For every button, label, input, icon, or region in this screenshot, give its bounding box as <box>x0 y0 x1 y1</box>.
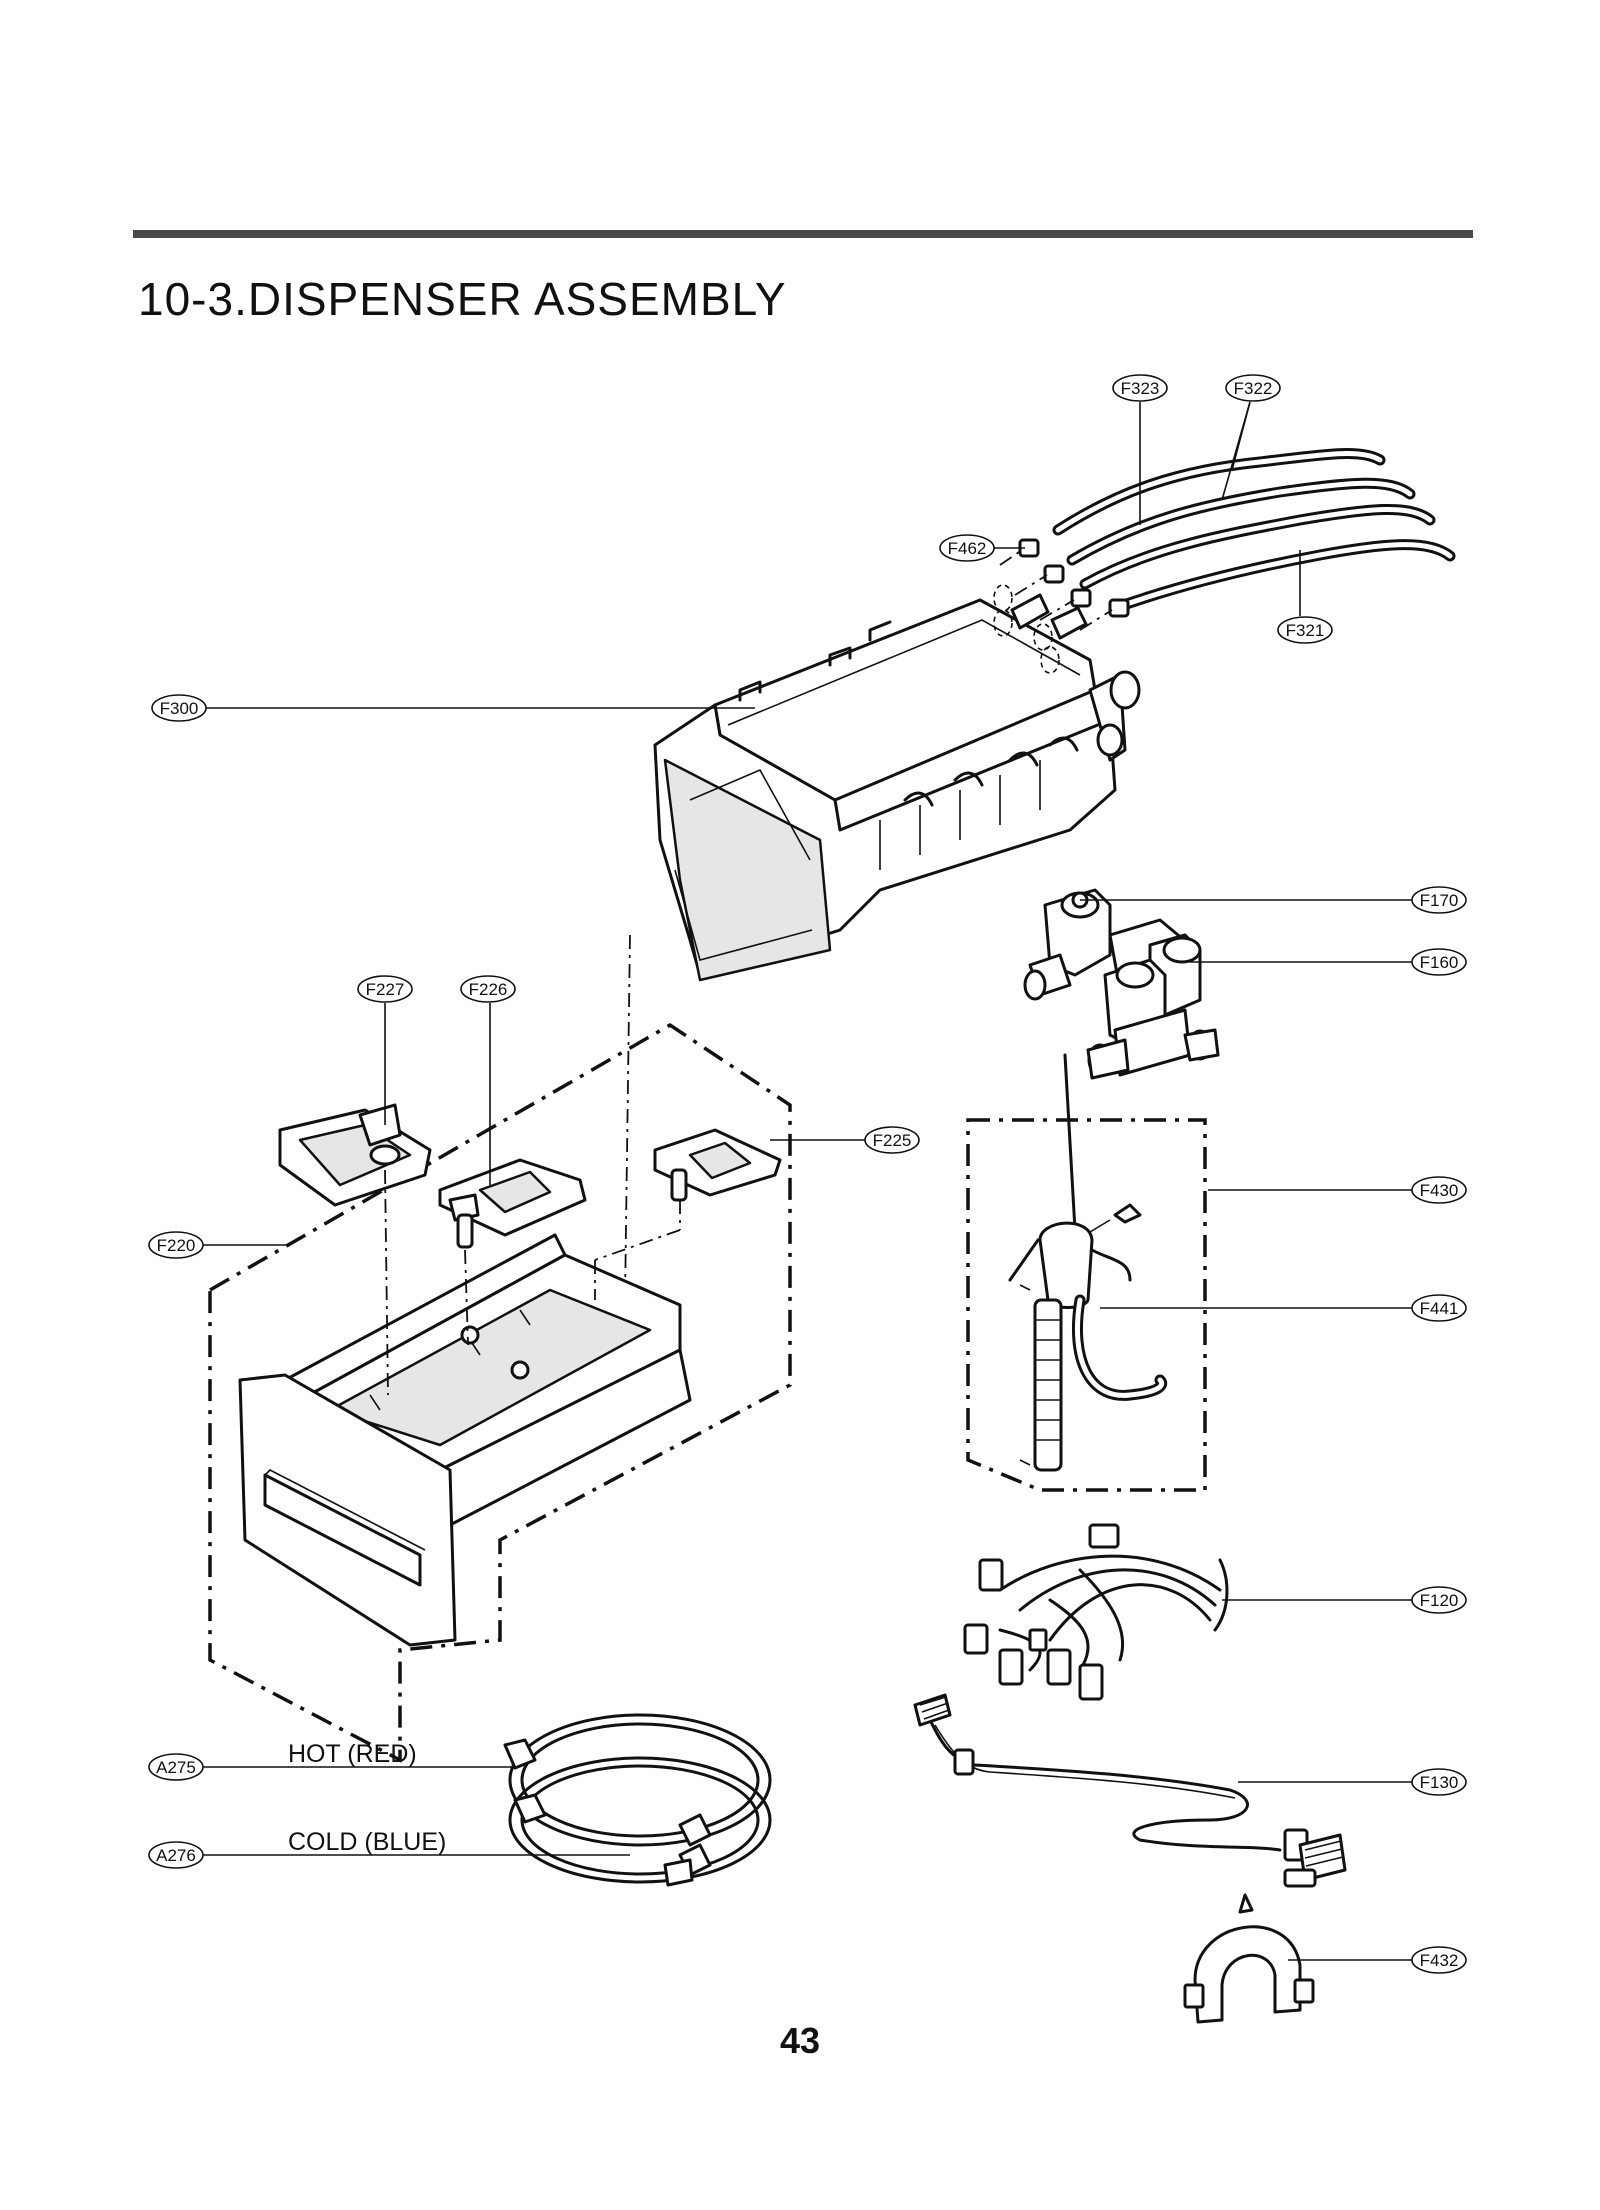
inlet-hoses-illustration <box>999 448 1456 631</box>
svg-text:F226: F226 <box>469 980 508 999</box>
page-number: 43 <box>779 2020 821 2061</box>
callout-f432: F432 <box>1411 1946 1467 1974</box>
callout-f322: F322 <box>1225 374 1281 402</box>
callout-f462: F462 <box>939 534 995 562</box>
callout-f430: F430 <box>1411 1176 1467 1204</box>
page-title: 10-3.DISPENSER ASSEMBLY <box>138 273 787 325</box>
cold-hose-caption: COLD (BLUE) <box>288 1828 446 1856</box>
wire-harness-2-illustration <box>913 1693 1347 1888</box>
siphon-cap-2-illustration <box>438 1158 587 1346</box>
callout-a276: A276 <box>148 1841 204 1869</box>
svg-text:F220: F220 <box>157 1236 196 1255</box>
bellows-assembly-illustration <box>966 1053 1207 1492</box>
svg-text:F160: F160 <box>1420 953 1459 972</box>
svg-text:F300: F300 <box>160 699 199 718</box>
inlet-hose-set-illustration <box>503 1713 772 1887</box>
hose-guide-clip-illustration <box>1183 1893 1315 2024</box>
svg-text:F130: F130 <box>1420 1773 1459 1792</box>
callout-f220: F220 <box>148 1231 204 1259</box>
callout-f170: F170 <box>1411 886 1467 914</box>
svg-text:F170: F170 <box>1420 891 1459 910</box>
svg-text:F441: F441 <box>1420 1299 1459 1318</box>
svg-text:F430: F430 <box>1420 1181 1459 1200</box>
callout-f225: F225 <box>864 1126 920 1154</box>
callout-f300: F300 <box>151 694 207 722</box>
svg-text:F323: F323 <box>1121 379 1160 398</box>
svg-text:A276: A276 <box>156 1846 196 1865</box>
callout-f323: F323 <box>1112 374 1168 402</box>
callout-a275: A275 <box>148 1753 204 1781</box>
svg-text:F432: F432 <box>1420 1951 1459 1970</box>
callout-f441: F441 <box>1411 1294 1467 1322</box>
svg-text:F227: F227 <box>366 980 405 999</box>
callout-f130: F130 <box>1411 1768 1467 1796</box>
svg-text:F225: F225 <box>873 1131 912 1150</box>
siphon-cap-illustration <box>278 1103 432 1396</box>
siphon-cap-3-illustration <box>594 1128 782 1300</box>
hot-hose-caption: HOT (RED) <box>288 1740 417 1768</box>
drawer-assembly-boundary <box>208 1022 792 1763</box>
svg-text:F321: F321 <box>1286 621 1325 640</box>
svg-text:F462: F462 <box>948 539 987 558</box>
callout-f160: F160 <box>1411 948 1467 976</box>
dispenser-housing-illustration <box>653 584 1141 982</box>
svg-text:F322: F322 <box>1234 379 1273 398</box>
svg-text:F120: F120 <box>1420 1591 1459 1610</box>
wire-harness-illustration <box>963 1523 1229 1701</box>
callout-f321: F321 <box>1277 616 1333 644</box>
leader-lines <box>203 401 1412 1961</box>
header-rule <box>133 230 1473 238</box>
dispenser-drawer-illustration <box>238 1233 692 1647</box>
callout-f226: F226 <box>460 975 516 1003</box>
callout-f120: F120 <box>1411 1586 1467 1614</box>
water-valves-illustration <box>1023 888 1220 1080</box>
callout-f227: F227 <box>357 975 413 1003</box>
svg-text:A275: A275 <box>156 1758 196 1777</box>
